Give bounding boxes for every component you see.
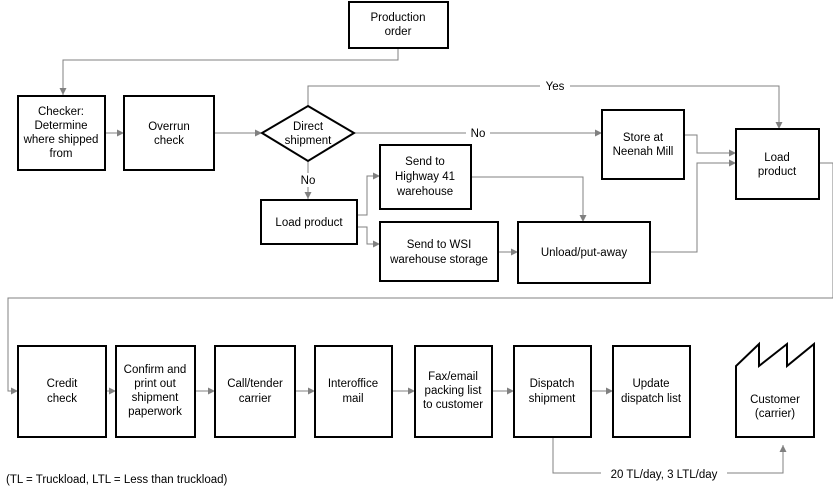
svg-text:Customer(carrier): Customer (carrier)	[750, 394, 800, 420]
node-text-line: Overrun	[148, 121, 190, 133]
node-text-line: (carrier)	[755, 408, 795, 420]
node-text-line: Update	[632, 378, 669, 390]
svg-text:Load product: Load product	[275, 217, 343, 229]
node-text-line: Confirm and	[124, 364, 187, 376]
node-text-line: print out	[134, 378, 176, 390]
node-unload-putaway: Unload/put-away	[517, 221, 651, 284]
node-load-product-top: Load product	[735, 128, 820, 200]
svg-text:Unload/put-away: Unload/put-away	[541, 247, 628, 259]
node-text-line: Production	[371, 12, 426, 24]
node-text-line: Credit	[47, 378, 78, 390]
edge-label-volume: 20 TL/day, 3 LTL/day	[611, 469, 718, 481]
node-text-line: check	[47, 393, 77, 405]
edge-labels: Yes No No 20 TL/day, 3 LTL/day	[294, 78, 727, 481]
node-text-line: to customer	[423, 399, 483, 411]
edge-label-no-down: No	[301, 175, 316, 187]
node-interoffice-mail: Interoffice mail	[314, 345, 393, 438]
node-text-line: packing list	[425, 385, 483, 397]
node-text-line: paperwork	[128, 406, 182, 418]
node-direct-shipment-decision: Direct shipment	[260, 104, 356, 163]
node-text-line: shipment	[285, 135, 332, 147]
node-text-line: Load	[764, 152, 790, 164]
node-text-line: Neenah Mill	[613, 146, 674, 158]
footnote: (TL = Truckload, LTL = Less than trucklo…	[6, 474, 228, 486]
node-customer-factory: Customer (carrier)	[735, 341, 815, 438]
node-text-line: check	[154, 135, 184, 147]
edge-label-no-right: No	[471, 128, 486, 140]
node-checker: Checker: Determine where shipped from	[17, 95, 106, 171]
node-text-line: Store at	[623, 132, 664, 144]
node-text-line: Call/tender	[227, 378, 283, 390]
node-text-line: dispatch list	[621, 393, 682, 405]
node-text-line: Send to WSI	[407, 239, 472, 251]
node-store-neenah: Store at Neenah Mill	[601, 109, 685, 180]
node-text-line: Dispatch	[530, 378, 575, 390]
edge-label-yes: Yes	[546, 81, 565, 93]
node-text-line: Direct	[293, 121, 324, 133]
node-text-line: warehouse storage	[389, 254, 488, 266]
node-text-line: Send to	[405, 156, 445, 168]
node-text-line: Checker:	[38, 106, 84, 118]
node-text-line: product	[758, 166, 797, 178]
node-confirm-paperwork: Confirm and print out shipment paperwork	[115, 345, 196, 438]
node-text-line: Load product	[275, 217, 343, 229]
node-text-line: shipment	[529, 393, 576, 405]
node-text-line: Unload/put-away	[541, 247, 628, 259]
node-text-line: warehouse	[396, 186, 453, 198]
node-text-line: where shipped	[23, 134, 99, 146]
node-production-order: Production order	[348, 1, 449, 49]
node-text-line: carrier	[239, 393, 272, 405]
node-dispatch-shipment: Dispatch shipment	[513, 345, 592, 438]
node-credit-check: Credit check	[17, 345, 107, 438]
node-send-highway41: Send to Highway 41 warehouse	[379, 144, 472, 210]
node-send-wsi: Send to WSI warehouse storage	[379, 221, 499, 282]
node-text-line: Determine	[34, 120, 87, 132]
node-text-line: mail	[342, 393, 363, 405]
node-fax-email: Fax/email packing list to customer	[414, 345, 493, 438]
node-text-line: from	[50, 148, 73, 160]
node-text-line: Highway 41	[395, 171, 455, 183]
node-overrun-check: Overrun check	[123, 95, 215, 171]
node-text-line: shipment	[132, 392, 179, 404]
node-text-line: Interoffice	[328, 378, 378, 390]
node-load-product-mid: Load product	[260, 199, 358, 245]
node-text-line: Customer	[750, 394, 800, 406]
node-text-line: order	[385, 26, 412, 38]
node-update-dispatch-list: Update dispatch list	[612, 345, 691, 438]
node-text-line: Fax/email	[428, 371, 478, 383]
node-call-tender: Call/tender carrier	[214, 345, 296, 438]
